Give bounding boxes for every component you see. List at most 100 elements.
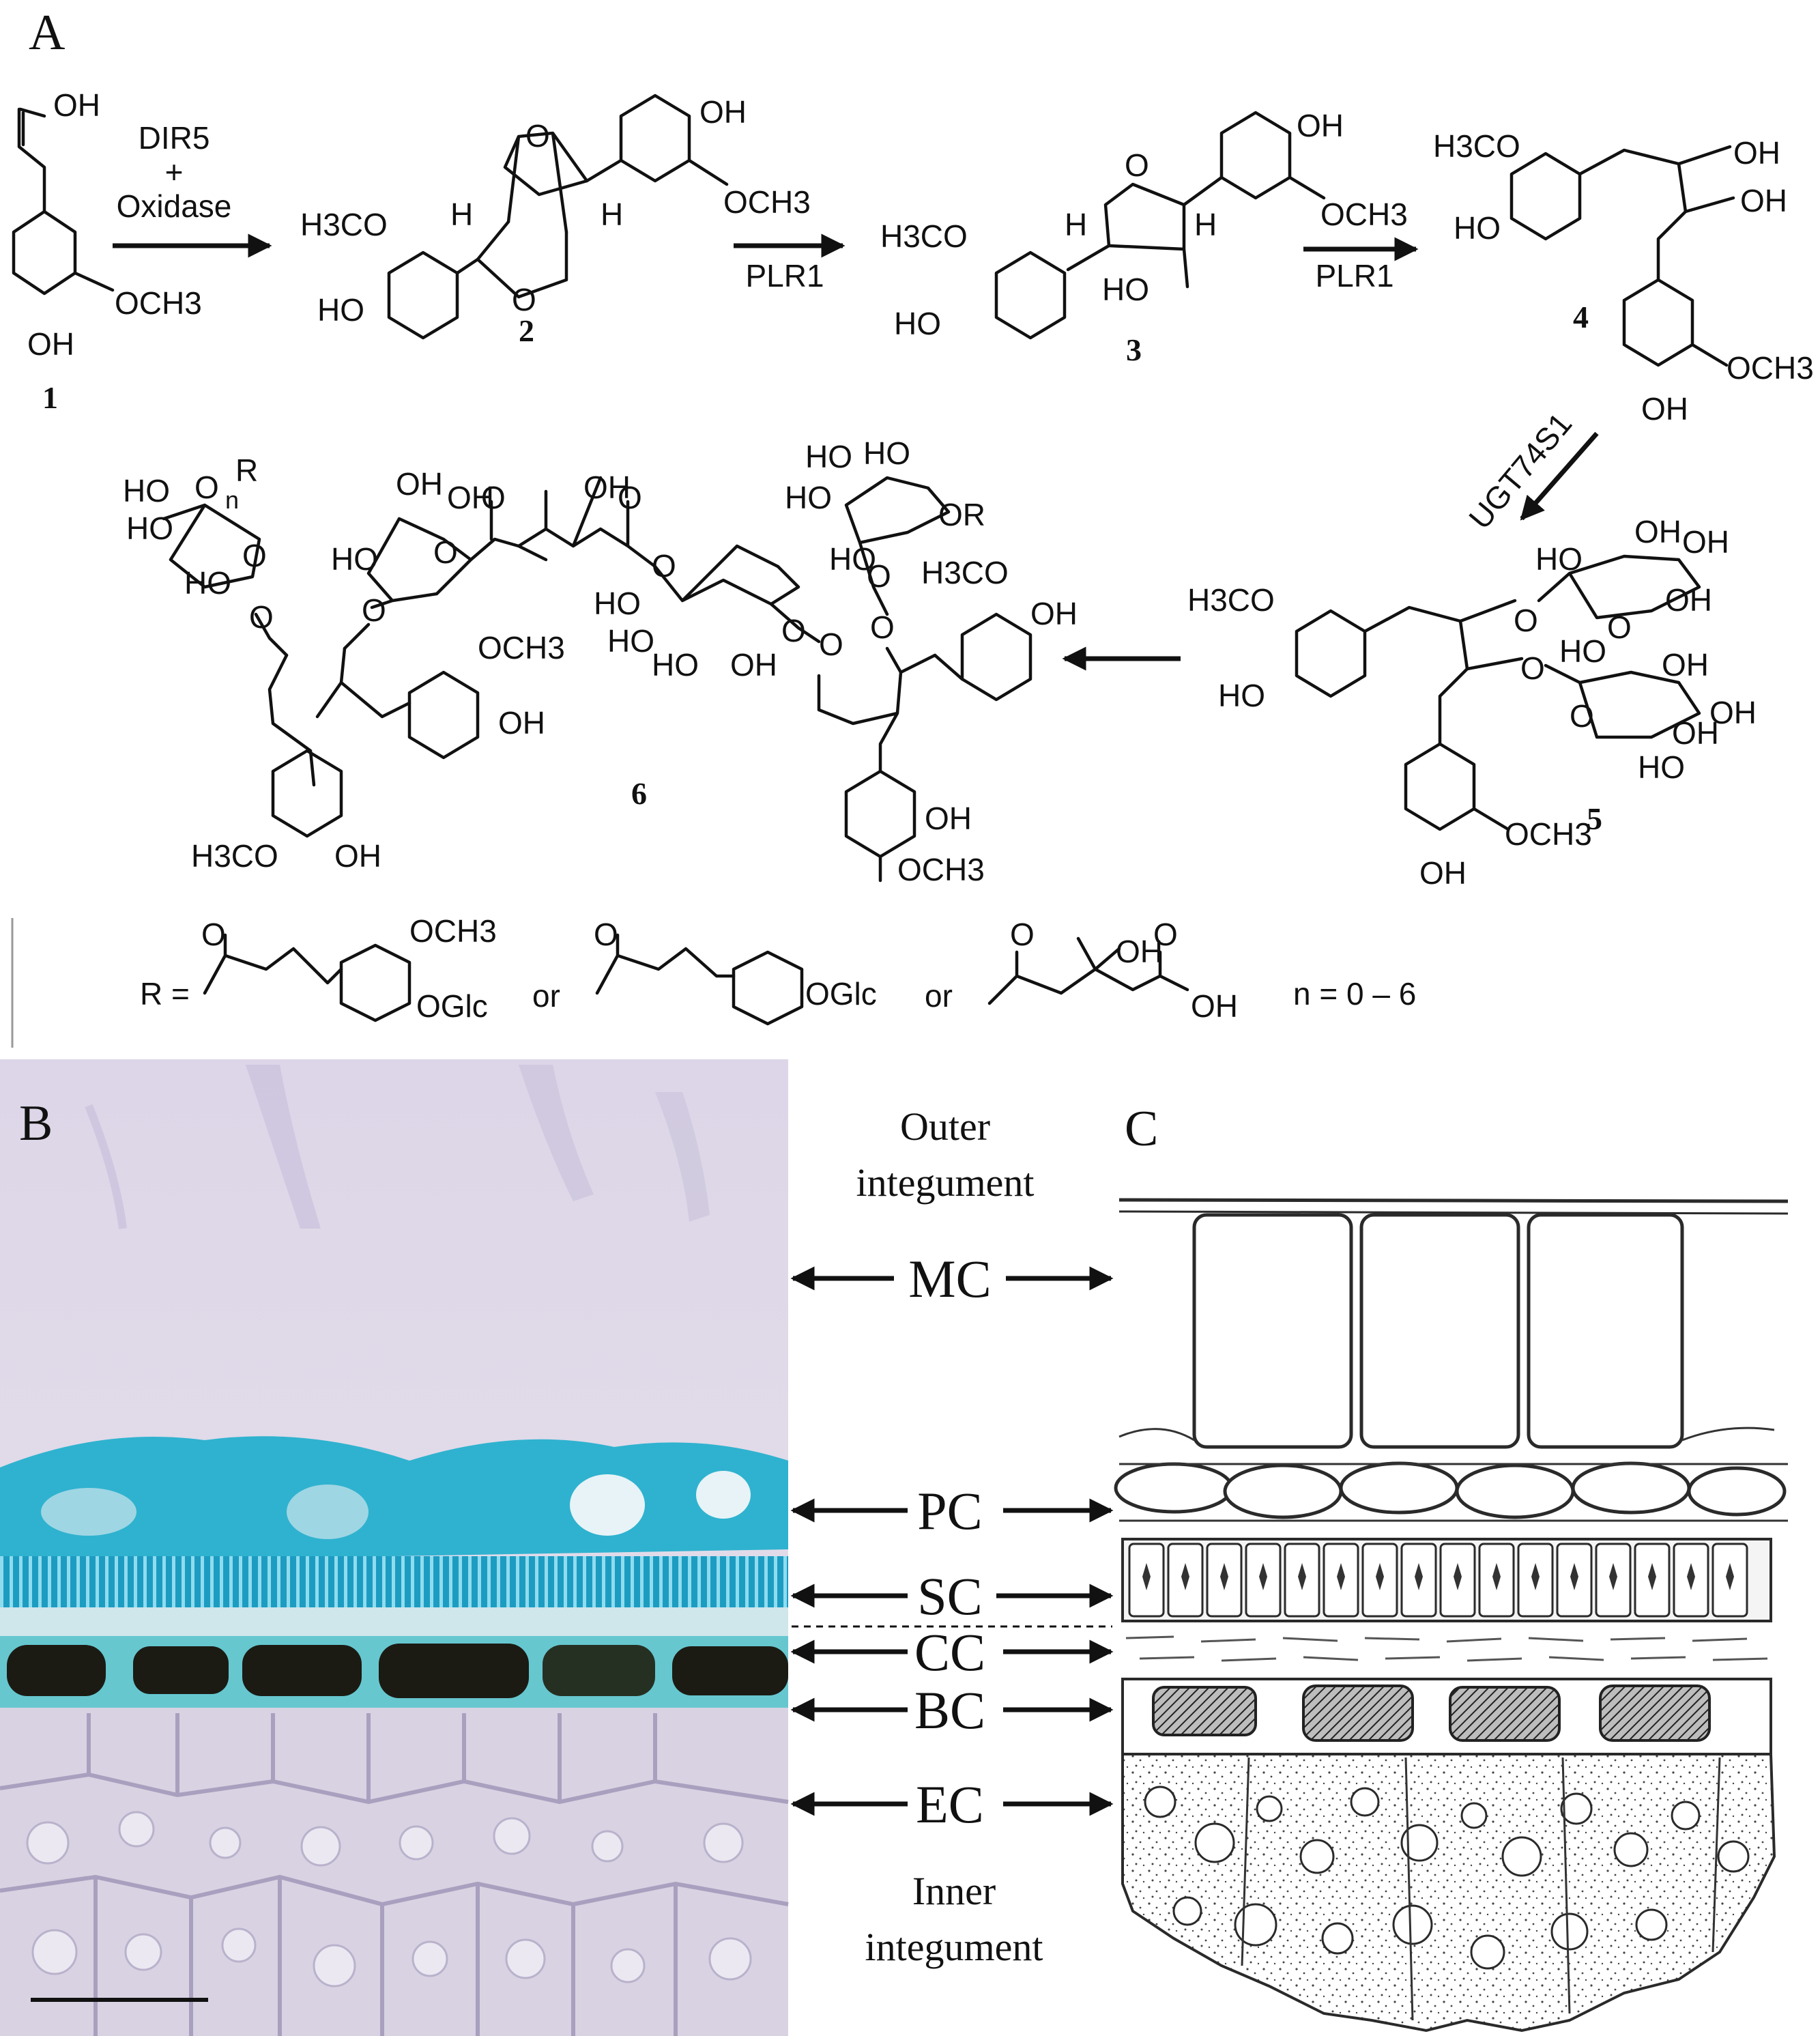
c2-h3co: H3CO <box>300 207 388 242</box>
r3-o: O <box>1010 917 1035 952</box>
c3-oh-right: OH <box>1297 108 1344 143</box>
c6-s3-oh: OH <box>730 647 777 683</box>
c6-hmg-o-2: O <box>618 480 642 515</box>
cc-cells-drawing <box>1125 1635 1768 1662</box>
n-range: n = 0 – 6 <box>1293 976 1416 1012</box>
r1-o: O <box>201 917 226 952</box>
layer-labels: Outer integument MC PC SC CC BC EC Inner… <box>790 1104 1114 1969</box>
c6-och3-mid: OCH3 <box>478 630 565 665</box>
panel-c: C <box>1114 1101 1789 2033</box>
compound-2-number: 2 <box>519 313 534 348</box>
panel-b: B <box>0 1059 789 2036</box>
dir5-label: DIR5 <box>139 120 210 156</box>
c4-h3co: H3CO <box>1433 128 1520 164</box>
r-or-1: or <box>532 978 560 1014</box>
c6-oh-mid: OH <box>498 705 545 741</box>
c6-s1-ho-1: HO <box>123 473 170 508</box>
pc-label: PC <box>917 1481 982 1540</box>
c6-s2-oh-1: OH <box>396 466 443 502</box>
c3-ho-mid: HO <box>1102 272 1149 307</box>
c5-s2-ho-1: HO <box>1559 633 1606 669</box>
c3-h-right: H <box>1194 207 1217 242</box>
c3-ho: HO <box>894 306 941 341</box>
mc-label: MC <box>908 1249 991 1308</box>
c4-oh-bottom: OH <box>1641 391 1688 427</box>
inner-label-1: Inner <box>912 1869 996 1913</box>
compound-1-number: 1 <box>42 380 58 415</box>
c2-h-left: H <box>450 197 473 232</box>
compound-6-number: 6 <box>631 776 647 811</box>
c3-och3: OCH3 <box>1320 197 1408 232</box>
c1-oh-top: OH <box>53 87 100 123</box>
oxidase-label: Oxidase <box>117 188 232 224</box>
c6-s2-oh-2: OH <box>447 480 494 515</box>
c1-oh-bottom: OH <box>27 326 74 362</box>
compound-1: OH OCH3 OH 1 <box>12 87 202 415</box>
c5-s2-o: O <box>1570 698 1594 734</box>
compound-6: O R n HO HO HO O O OH OH HO O O O OH O O… <box>123 435 1078 887</box>
r1-oglc: OGlc <box>416 988 488 1024</box>
ec-layer <box>0 1708 788 2036</box>
c4-ho: HO <box>1454 210 1501 246</box>
panel-b-label: B <box>19 1095 53 1151</box>
c5-s1-ho-1: HO <box>1535 541 1583 577</box>
c5-s2-oh-3: OH <box>1672 715 1719 751</box>
c6-s1-ho-2: HO <box>126 511 173 546</box>
r2-oglc: OGlc <box>805 976 877 1012</box>
c2-ho: HO <box>317 292 364 328</box>
c3-h3co: H3CO <box>880 218 968 254</box>
step-dir5: DIR5 + Oxidase <box>113 120 272 258</box>
c6-oh-left: OH <box>334 838 381 874</box>
c4-och3: OCH3 <box>1727 350 1814 386</box>
c5-s2-oh-2: OH <box>1709 695 1757 730</box>
c6-s4-ho-2: HO <box>863 435 910 471</box>
plus-label: + <box>165 154 184 190</box>
compound-5-number: 5 <box>1587 801 1602 836</box>
cc-layer <box>0 1607 788 1636</box>
compound-4: H3CO HO OH OH OCH3 OH 4 <box>1433 128 1814 427</box>
c5-s1-oh-3: OH <box>1665 582 1712 618</box>
c4-oh-2: OH <box>1740 183 1787 218</box>
c5-s1-oh-1: OH <box>1634 514 1681 549</box>
c2-och3-right: OCH3 <box>723 184 811 220</box>
c5-s2-oh-1: OH <box>1662 647 1709 683</box>
c6-oh-bottom: OH <box>925 801 972 836</box>
sc-layer <box>0 1556 788 1607</box>
c6-s3-o: O <box>781 613 806 648</box>
arrow-ugt <box>1520 431 1599 521</box>
c5-h3co: H3CO <box>1187 582 1275 618</box>
inner-label-2: integument <box>865 1925 1043 1969</box>
compound-4-number: 4 <box>1573 300 1589 334</box>
c6-oh-right: OH <box>1030 596 1078 631</box>
c6-n: n <box>225 486 239 514</box>
c6-s3-ho-2: HO <box>607 623 654 659</box>
sc-label: SC <box>917 1566 982 1626</box>
c6-s2-o2: O <box>362 592 386 628</box>
c6-r-1: R <box>235 453 258 488</box>
c6-s4-o2: O <box>870 610 895 645</box>
c1-och3: OCH3 <box>115 285 202 321</box>
c6-or: OR <box>938 497 985 532</box>
r3-o2: O <box>1153 917 1178 952</box>
r-definition: R = O OCH3 OGlc or O OGlc or O OH O OH n… <box>11 913 1416 1048</box>
c2-o-top: O <box>525 118 550 154</box>
outer-label-1: Outer <box>900 1104 990 1149</box>
c6-hmg-oh: OH <box>583 470 631 505</box>
c5-o-1: O <box>1514 603 1538 638</box>
plr1-a-label: PLR1 <box>745 258 824 293</box>
r3-oh-1: OH <box>1116 934 1163 969</box>
c6-s4-ho-1: HO <box>805 439 852 474</box>
pc-cells-drawing <box>1114 1461 1788 1522</box>
panel-c-label: C <box>1125 1101 1158 1157</box>
bc-label: BC <box>914 1680 985 1740</box>
step-plr1-b: PLR1 <box>1303 237 1419 293</box>
c2-oh-right: OH <box>699 94 747 130</box>
c6-s4-ho-3: HO <box>785 480 832 515</box>
c6-h3co-left: H3CO <box>191 838 278 874</box>
c3-h-left: H <box>1065 207 1087 242</box>
outer-label-2: integument <box>856 1160 1035 1205</box>
c3-o: O <box>1125 147 1149 183</box>
c4-oh-1: OH <box>1733 135 1780 171</box>
ec-label: EC <box>916 1775 984 1834</box>
c6-s3-ho-3: HO <box>652 647 699 683</box>
